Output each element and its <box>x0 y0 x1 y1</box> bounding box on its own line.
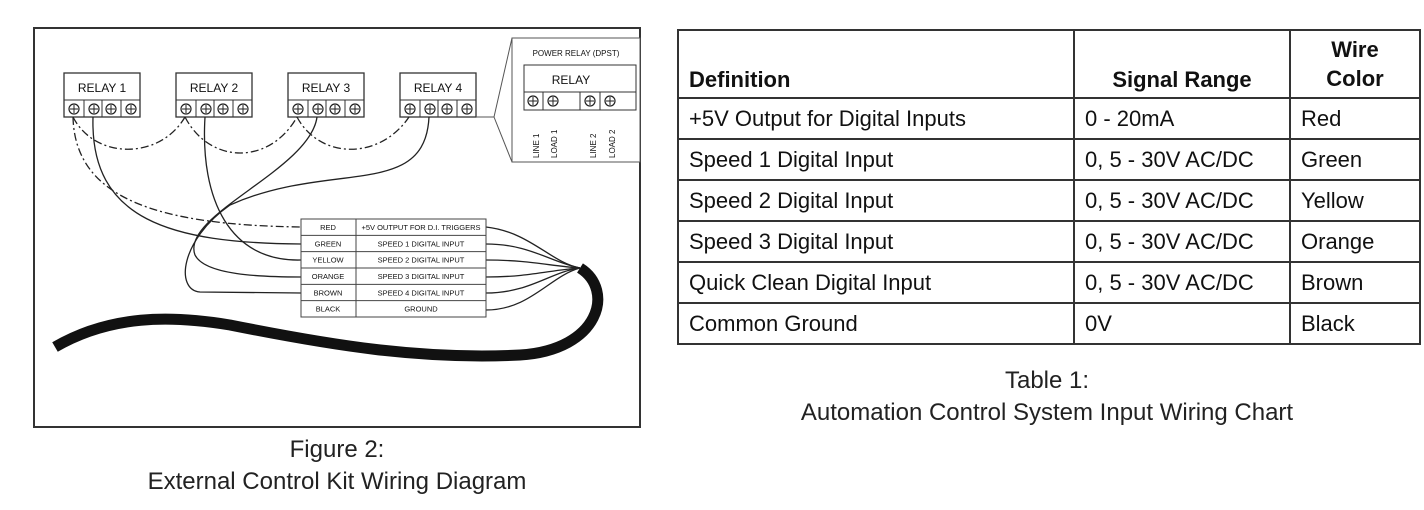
power-relay-label: RELAY <box>552 73 590 87</box>
screw-terminal-icon <box>200 103 212 115</box>
wire-color-cell: Orange <box>1289 220 1421 263</box>
screw-terminal-icon <box>125 103 137 115</box>
terminal-load-2: LOAD 2 <box>608 129 617 158</box>
power-relay-title: POWER RELAY (DPST) <box>533 49 620 58</box>
screw-terminal-icon <box>527 95 539 107</box>
screw-terminal-icon <box>547 95 559 107</box>
screw-terminal-icon <box>68 103 80 115</box>
definition-cell: Speed 3 Digital Input <box>677 220 1075 263</box>
screw-terminal-icon <box>349 103 361 115</box>
wire-function-cell: SPEED 4 DIGITAL INPUT <box>378 288 465 297</box>
header-definition: Definition <box>677 29 1075 99</box>
definition-cell: Speed 1 Digital Input <box>677 138 1075 181</box>
terminal-load-1: LOAD 1 <box>550 129 559 158</box>
wire-color-cell: Red <box>1289 97 1421 140</box>
wire-color-cell: Yellow <box>1289 179 1421 222</box>
screw-terminal-icon <box>217 103 229 115</box>
wire-color-cell: Green <box>1289 138 1421 181</box>
signal-range-cell: 0, 5 - 30V AC/DC <box>1073 179 1291 222</box>
relay-label: RELAY 1 <box>78 81 127 95</box>
screw-terminal-icon <box>329 103 341 115</box>
signal-range-cell: 0 - 20mA <box>1073 97 1291 140</box>
wire-color-cell: ORANGE <box>312 272 345 281</box>
table-caption-label: Table 1: <box>1004 367 1090 394</box>
table-caption-title: Automation Control System Input Wiring C… <box>800 399 1294 426</box>
wire-color-cell: BLACK <box>316 305 341 314</box>
screw-terminal-icon <box>404 103 416 115</box>
cable <box>52 263 604 362</box>
screw-terminal-icon <box>105 103 117 115</box>
screw-terminal-icon <box>424 103 436 115</box>
screw-terminal-icon <box>461 103 473 115</box>
definition-cell: Speed 2 Digital Input <box>677 179 1075 222</box>
header-signal-range: Signal Range <box>1073 29 1291 99</box>
wire-color-cell: Black <box>1289 302 1421 345</box>
relay-3: RELAY 3 <box>287 72 365 118</box>
wire-color-cell: GREEN <box>315 239 342 248</box>
screw-terminal-icon <box>237 103 249 115</box>
header-wire-color: Wire Color <box>1289 29 1421 99</box>
screw-terminal-icon <box>312 103 324 115</box>
figure-caption-title: External Control Kit Wiring Diagram <box>147 468 527 495</box>
definition-cell: Quick Clean Digital Input <box>677 261 1075 304</box>
screw-terminal-icon <box>604 95 616 107</box>
definition-cell: +5V Output for Digital Inputs <box>677 97 1075 140</box>
relay-4: RELAY 4 <box>399 72 477 118</box>
wires <box>72 116 581 311</box>
signal-range-cell: 0, 5 - 30V AC/DC <box>1073 220 1291 263</box>
wiring-diagram: RELAY 1 RELAY 2 RELAY 3 RELAY 4 POWER RELAY… <box>33 27 641 428</box>
signal-range-cell: 0V <box>1073 302 1291 345</box>
wire-color-cell: YELLOW <box>312 256 344 265</box>
wire-color-cell: Brown <box>1289 261 1421 304</box>
wiring-chart-table: Definition Signal Range Wire Color +5V O… <box>677 29 1421 345</box>
power-relay-inset: POWER RELAY (DPST) RELAY LINE 1 LOAD 1 L… <box>476 37 641 163</box>
wire-color-cell: RED <box>320 223 336 232</box>
terminal-line-2: LINE 2 <box>589 133 598 158</box>
screw-terminal-icon <box>292 103 304 115</box>
wire-function-cell: +5V OUTPUT FOR D.I. TRIGGERS <box>361 223 480 232</box>
screw-terminal-icon <box>441 103 453 115</box>
relay-2: RELAY 2 <box>175 72 253 118</box>
wire-function-cell: GROUND <box>404 305 438 314</box>
screw-terminal-icon <box>180 103 192 115</box>
screw-terminal-icon <box>584 95 596 107</box>
terminal-line-1: LINE 1 <box>532 133 541 158</box>
signal-range-cell: 0, 5 - 30V AC/DC <box>1073 261 1291 304</box>
screw-terminal-icon <box>88 103 100 115</box>
diagram-frame <box>33 27 641 428</box>
relay-label: RELAY 4 <box>414 81 463 95</box>
relay-label: RELAY 3 <box>302 81 351 95</box>
relay-label: RELAY 2 <box>190 81 239 95</box>
wire-color-cell: BROWN <box>314 288 343 297</box>
signal-range-cell: 0, 5 - 30V AC/DC <box>1073 138 1291 181</box>
definition-cell: Common Ground <box>677 302 1075 345</box>
wire-table: RED +5V OUTPUT FOR D.I. TRIGGERS GREEN SPEE… <box>300 218 487 318</box>
figure-caption-label: Figure 2: <box>289 436 385 463</box>
relay-1: RELAY 1 <box>63 72 141 118</box>
wire-function-cell: SPEED 1 DIGITAL INPUT <box>378 239 465 248</box>
table-header-row: Definition Signal Range Wire Color <box>677 29 1421 99</box>
wire-function-cell: SPEED 2 DIGITAL INPUT <box>378 256 465 265</box>
wire-function-cell: SPEED 3 DIGITAL INPUT <box>378 272 465 281</box>
